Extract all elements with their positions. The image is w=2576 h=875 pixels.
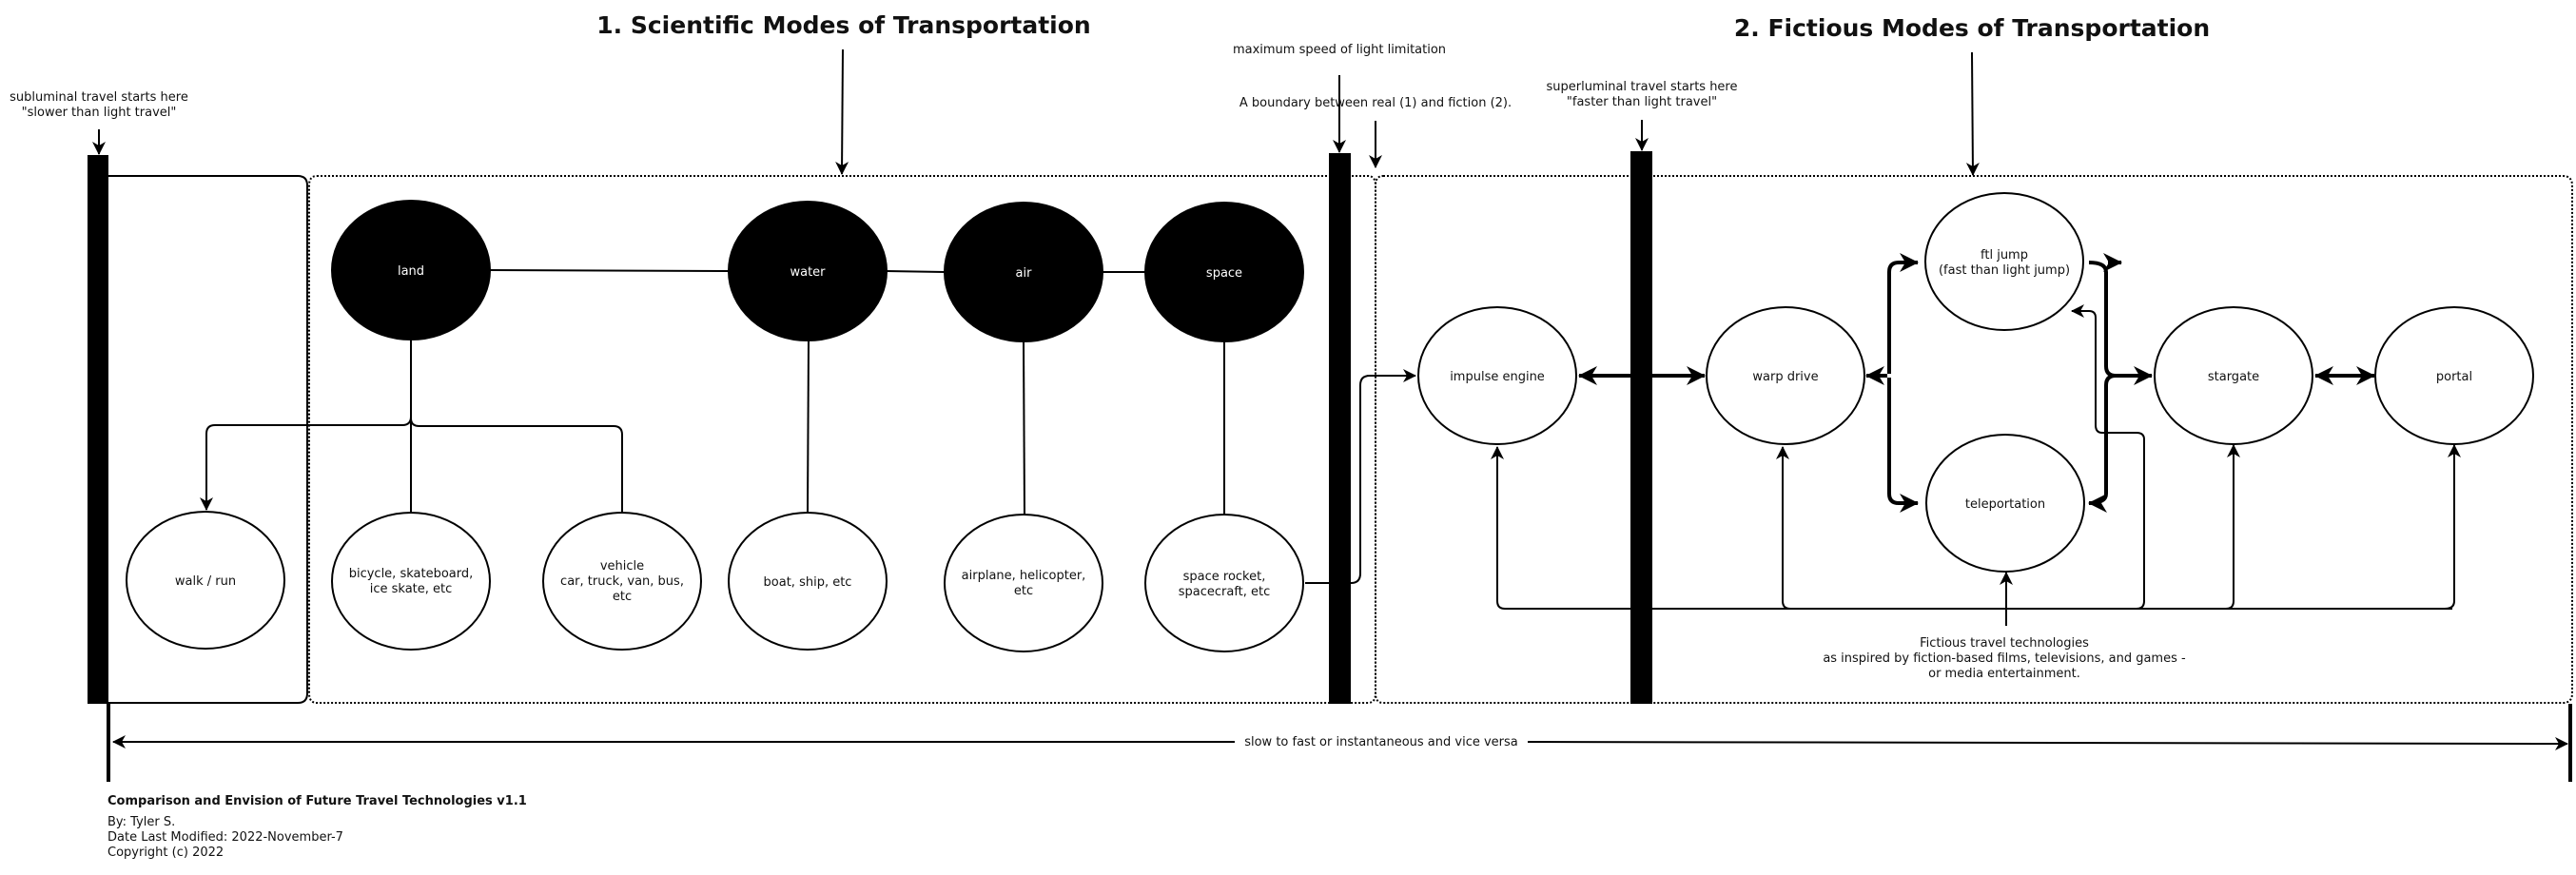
node-rocket-label-2: spacecraft, etc — [1179, 585, 1271, 599]
node-warp-drive[interactable]: warp drive — [1706, 306, 1865, 445]
edge-bus-stargate — [2225, 444, 2240, 610]
scientific-region-box — [308, 175, 1376, 704]
walking-region-box — [107, 175, 308, 704]
node-airplane-label-2: etc — [1014, 584, 1033, 598]
footer-title: Comparison and Envision of Future Travel… — [107, 794, 527, 808]
scientific-connectors — [200, 269, 1416, 584]
fiction-note-line3: or media entertainment. — [1928, 667, 2080, 681]
node-space-label: space — [1206, 266, 1242, 281]
node-rocket[interactable]: space rocket, spacecraft, etc — [1144, 514, 1304, 652]
node-space[interactable]: space — [1144, 202, 1304, 342]
node-stargate[interactable]: stargate — [2154, 306, 2313, 445]
footer-copyright: Copyright (c) 2022 — [107, 846, 224, 860]
scale-label: slow to fast or instantaneous and vice v… — [1244, 735, 1518, 749]
node-bicycle[interactable]: bicycle, skateboard, ice skate, etc — [331, 512, 491, 651]
heading-scientific: 1. Scientific Modes of Transportation — [596, 11, 1090, 39]
node-vehicle-label-2: car, truck, van, bus, — [560, 574, 684, 589]
node-impulse-engine[interactable]: impulse engine — [1417, 306, 1577, 445]
node-vehicle[interactable]: vehicle car, truck, van, bus, etc — [542, 512, 702, 651]
node-land[interactable]: land — [331, 200, 491, 340]
max-speed-note: maximum speed of light limitation — [1233, 43, 1446, 57]
superluminal-bar — [1630, 151, 1652, 704]
edge-land-vehicle — [410, 418, 623, 514]
fictious-connectors — [1491, 253, 2461, 626]
edge-bus-impulse — [1491, 446, 1506, 610]
superluminal-note-line1: superluminal travel starts here — [1546, 80, 1737, 94]
node-water[interactable]: water — [728, 201, 888, 341]
node-boat[interactable]: boat, ship, etc — [728, 512, 888, 651]
edge-bus-warp — [1776, 446, 1791, 610]
node-airplane-label-1: airplane, helicopter, — [962, 569, 1086, 583]
node-teleportation[interactable]: teleportation — [1925, 434, 2085, 573]
subluminal-note-line2: "slower than light travel" — [22, 106, 177, 120]
boundary-note: A boundary between real (1) and fiction … — [1239, 96, 1512, 110]
edge-land-water — [489, 269, 730, 272]
edge-rocket-impulse — [1305, 369, 1416, 584]
node-walk-label: walk / run — [175, 574, 236, 589]
node-stargate-label: stargate — [2208, 370, 2259, 384]
fiction-note-line1: Fictious travel technologies — [1920, 636, 2089, 651]
edge-air-airplane — [1023, 340, 1025, 515]
subluminal-note-line1: subluminal travel starts here — [10, 90, 188, 105]
node-rocket-label-1: space rocket, — [1183, 570, 1266, 584]
node-teleport-label: teleportation — [1965, 497, 2045, 512]
heading-scientific-arrow — [835, 49, 849, 175]
node-airplane[interactable]: airplane, helicopter, etc — [944, 514, 1103, 652]
node-ftl-label-1: ftl jump — [1981, 248, 2028, 262]
node-bicycle-label-1: bicycle, skateboard, — [349, 567, 474, 581]
footer-modified: Date Last Modified: 2022-November-7 — [107, 830, 343, 845]
node-ftl-label-2: (fast than light jump) — [1939, 263, 2070, 278]
node-land-label: land — [398, 264, 424, 279]
fiction-note-line2: as inspired by fiction-based films, tele… — [1823, 651, 2186, 666]
edge-warp-ftl — [1887, 253, 1919, 374]
fiction-bus-line — [1505, 608, 2452, 626]
edge-water-air — [885, 270, 946, 273]
node-air-label: air — [1016, 266, 1033, 281]
node-air[interactable]: air — [944, 202, 1103, 342]
node-portal-label: portal — [2436, 370, 2472, 384]
footer-author: By: Tyler S. — [107, 815, 175, 829]
node-ftl-jump[interactable]: ftl jump (fast than light jump) — [1924, 192, 2084, 331]
edge-water-boat — [807, 340, 810, 514]
heading-fictious: 2. Fictious Modes of Transportation — [1734, 14, 2210, 42]
heading-fictious-arrow — [1965, 51, 1980, 176]
superluminal-note-line2: "faster than light travel" — [1567, 95, 1717, 109]
subluminal-bar — [88, 155, 108, 704]
edge-bus-portal — [2444, 444, 2461, 610]
node-boat-label: boat, ship, etc — [764, 575, 852, 590]
node-warp-label: warp drive — [1752, 370, 1818, 384]
node-water-label: water — [790, 265, 826, 280]
light-speed-bar — [1329, 153, 1351, 704]
node-vehicle-label-1: vehicle — [600, 559, 644, 574]
edge-ftl-stargate — [2088, 261, 2153, 385]
node-portal[interactable]: portal — [2374, 306, 2534, 445]
node-bicycle-label-2: ice skate, etc — [370, 582, 453, 596]
node-walk[interactable]: walk / run — [126, 511, 285, 650]
scale-arrow-right — [1527, 736, 2568, 750]
node-vehicle-label-3: etc — [613, 590, 632, 604]
edge-teleport-stargate — [2088, 374, 2117, 513]
edge-bus-ftl — [2071, 304, 2145, 610]
node-impulse-label: impulse engine — [1450, 370, 1545, 384]
edge-warp-teleport — [1887, 378, 1919, 513]
